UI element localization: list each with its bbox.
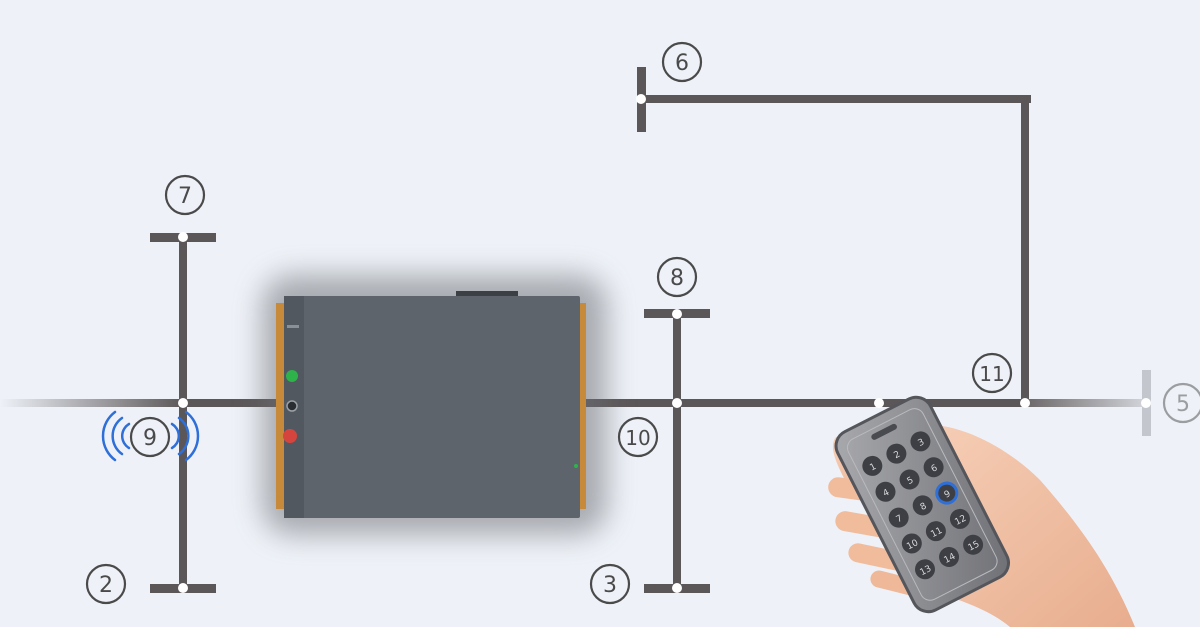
- remote-key-10[interactable]: 10: [898, 530, 925, 557]
- station-labels: 2 3 5 6 7 8 9 10 11: [85, 41, 1200, 605]
- station-label-2: 2: [85, 563, 127, 605]
- svg-text:10: 10: [905, 538, 920, 552]
- svg-text:5: 5: [1176, 392, 1190, 417]
- remote-key-2[interactable]: 2: [883, 440, 910, 467]
- node: [1141, 398, 1151, 408]
- svg-text:2: 2: [99, 573, 113, 598]
- node: [178, 232, 188, 242]
- remote-key-9[interactable]: 9: [933, 480, 960, 507]
- remote-key-8[interactable]: 8: [909, 492, 936, 519]
- svg-text:11: 11: [929, 526, 944, 540]
- station-label-10: 10: [617, 416, 659, 458]
- svg-text:11: 11: [979, 362, 1004, 386]
- stop-button-icon: [283, 429, 297, 443]
- remote-key-4[interactable]: 4: [872, 478, 899, 505]
- station-label-3: 3: [589, 563, 631, 605]
- track-main-segment: [183, 399, 1043, 407]
- svg-text:3: 3: [603, 573, 617, 598]
- node: [636, 94, 646, 104]
- branch-8-3: [644, 309, 710, 593]
- branch-vertical: [179, 237, 187, 588]
- node: [672, 309, 682, 319]
- remote-key-11[interactable]: 11: [922, 518, 949, 545]
- station-label-11: 11: [971, 352, 1013, 394]
- remote-key-6[interactable]: 6: [920, 454, 947, 481]
- svg-text:14: 14: [943, 552, 958, 566]
- svg-text:5: 5: [906, 476, 916, 488]
- svg-text:8: 8: [919, 501, 929, 513]
- svg-text:9: 9: [943, 489, 953, 501]
- loop-vertical: [1021, 95, 1029, 403]
- node: [672, 583, 682, 593]
- wireless-signal-icon: [101, 410, 200, 462]
- green-button-icon: [286, 370, 298, 382]
- svg-text:6: 6: [675, 51, 689, 76]
- svg-text:15: 15: [967, 539, 982, 553]
- station-label-9: 9: [129, 416, 171, 458]
- key-switch-icon: [286, 400, 298, 412]
- node: [672, 398, 682, 408]
- svg-text:2: 2: [892, 450, 902, 462]
- svg-text:3: 3: [917, 437, 927, 449]
- remote-key-12[interactable]: 12: [946, 505, 973, 532]
- remote-key-15[interactable]: 15: [960, 531, 987, 558]
- loop-top: [641, 95, 1031, 103]
- remote-key-5[interactable]: 5: [896, 466, 923, 493]
- svg-text:4: 4: [882, 488, 892, 500]
- svg-text:7: 7: [178, 184, 192, 209]
- branch-vertical: [673, 313, 681, 588]
- track-right-fade: [1025, 399, 1150, 407]
- station-label-7: 7: [164, 174, 206, 216]
- svg-text:12: 12: [953, 514, 968, 528]
- shuttle-cart-icon: [262, 275, 607, 535]
- station-label-6: 6: [661, 41, 703, 83]
- station-label-8: 8: [656, 256, 698, 298]
- junction-nodes: [178, 94, 1151, 593]
- svg-text:13: 13: [919, 564, 934, 578]
- node: [178, 583, 188, 593]
- remote-key-7[interactable]: 7: [885, 504, 912, 531]
- remote-key-1[interactable]: 1: [859, 452, 886, 479]
- svg-text:7: 7: [895, 514, 905, 526]
- station-label-5: 5: [1162, 382, 1200, 424]
- track-left-fade: [0, 399, 185, 407]
- node: [178, 398, 188, 408]
- node: [1020, 398, 1030, 408]
- remote-key-3[interactable]: 3: [907, 428, 934, 455]
- svg-text:9: 9: [143, 426, 157, 451]
- main-track: [0, 399, 1150, 407]
- remote-key-13[interactable]: 13: [912, 556, 939, 583]
- remote-key-14[interactable]: 14: [936, 544, 963, 571]
- svg-text:6: 6: [930, 463, 940, 475]
- branch-7-2: [150, 233, 216, 593]
- svg-text:1: 1: [868, 462, 878, 474]
- node: [874, 398, 884, 408]
- svg-text:8: 8: [670, 266, 684, 291]
- svg-text:10: 10: [625, 426, 650, 450]
